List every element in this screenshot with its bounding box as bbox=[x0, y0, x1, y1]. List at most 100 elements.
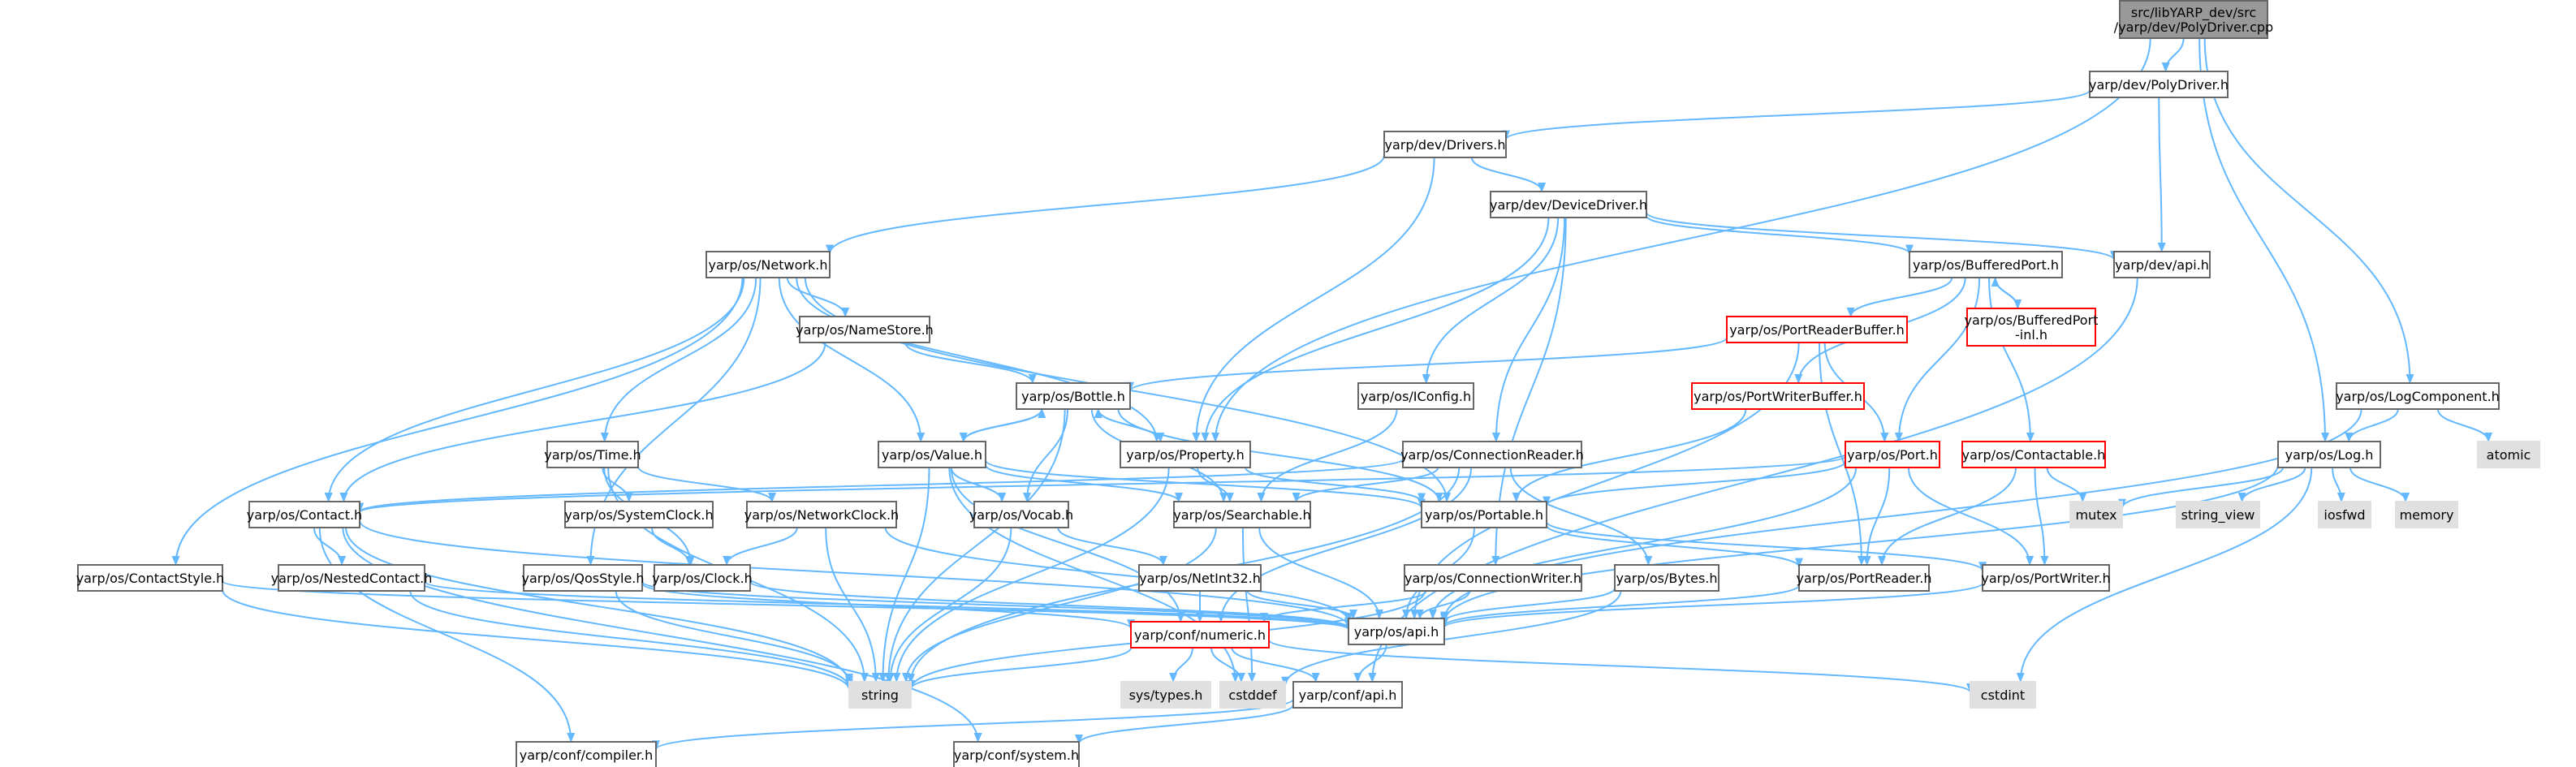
node-clock-h[interactable]: yarp/os/Clock.h bbox=[652, 564, 753, 592]
node-box bbox=[2069, 501, 2123, 528]
node-root[interactable]: src/libYARP_dev/src/yarp/dev/PolyDriver.… bbox=[2114, 0, 2273, 39]
edge-value_h-to-string bbox=[878, 467, 930, 683]
edge-bytes_h-to-cstddef bbox=[1281, 590, 1622, 687]
node-box bbox=[546, 441, 639, 468]
edge-property_h-to-bottle_h bbox=[1094, 408, 1162, 442]
node-namestore-h[interactable]: yarp/os/NameStore.h bbox=[796, 316, 934, 343]
node-contact-h[interactable]: yarp/os/Contact.h bbox=[247, 501, 362, 528]
node-bottle-h[interactable]: yarp/os/Bottle.h bbox=[1016, 382, 1131, 410]
node-port-h[interactable]: yarp/os/Port.h bbox=[1845, 441, 1940, 468]
edge-devicedriver_h-to-bufferedport_h bbox=[1646, 215, 1914, 255]
node-box bbox=[1961, 441, 2106, 468]
node-box bbox=[1970, 681, 2036, 709]
node-contactable-h[interactable]: yarp/os/Contactable.h bbox=[1961, 441, 2106, 468]
node-label: /yarp/dev/PolyDriver.cpp bbox=[2114, 19, 2273, 35]
edge-time_h-to-systemclock_h bbox=[602, 467, 633, 502]
edge-bottle_h-to-string bbox=[884, 408, 1066, 683]
node-connectionreader-h[interactable]: yarp/os/ConnectionReader.h bbox=[1400, 441, 1584, 468]
node-bufferedport-h[interactable]: yarp/os/BufferedPort.h bbox=[1909, 251, 2063, 278]
node-box bbox=[278, 564, 425, 592]
edge-polydriver_h-to-drivers_h bbox=[1502, 89, 2091, 140]
edge-value_h-to-vocab_h bbox=[950, 467, 1007, 502]
node-systemclock-h[interactable]: yarp/os/SystemClock.h bbox=[564, 501, 714, 528]
node-drivers-h[interactable]: yarp/dev/Drivers.h bbox=[1383, 131, 1507, 158]
node-label: yarp/os/Contactable.h bbox=[1962, 447, 2106, 463]
node-label: yarp/dev/api.h bbox=[2115, 257, 2209, 273]
edge-root-to-polydriver_h bbox=[2161, 37, 2185, 72]
node-label: iosfwd bbox=[2324, 507, 2365, 523]
node-portreader-h[interactable]: yarp/os/PortReader.h bbox=[1796, 564, 1932, 592]
node-label: yarp/os/NameStore.h bbox=[796, 322, 934, 338]
node-label: mutex bbox=[2075, 507, 2116, 523]
edge-port_h-to-portwriter_h bbox=[1907, 467, 2034, 566]
node-box bbox=[654, 564, 751, 592]
edge-logcomponent_h-to-atomic bbox=[2436, 408, 2493, 442]
node-box bbox=[1348, 618, 1445, 645]
node-box bbox=[1357, 382, 1474, 410]
node-portwriterbuffer-h[interactable]: yarp/os/PortWriterBuffer.h bbox=[1691, 382, 1865, 410]
node-dev-api-h[interactable]: yarp/dev/api.h bbox=[2113, 251, 2211, 278]
node-box bbox=[848, 681, 912, 709]
edge-networkclock_h-to-clock_h bbox=[723, 527, 798, 566]
node-connectionwriter-h[interactable]: yarp/os/ConnectionWriter.h bbox=[1404, 564, 1582, 592]
node-log-h[interactable]: yarp/os/Log.h bbox=[2277, 441, 2381, 468]
node-label: sys/types.h bbox=[1129, 687, 1203, 703]
node-contactstyle-h[interactable]: yarp/os/ContactStyle.h bbox=[76, 564, 225, 592]
node-system-h[interactable]: yarp/conf/system.h bbox=[953, 741, 1080, 767]
edge-root-to-logcomponent_h bbox=[2203, 37, 2414, 384]
node-bufferedport-inl-h[interactable]: yarp/os/BufferedPort-inl.h bbox=[1965, 308, 2099, 347]
node-network-h[interactable]: yarp/os/Network.h bbox=[705, 251, 831, 278]
node-conf-api-h[interactable]: yarp/conf/api.h bbox=[1292, 681, 1403, 709]
node-label: yarp/os/BufferedPort bbox=[1965, 312, 2099, 328]
node-label: -inl.h bbox=[2015, 327, 2047, 343]
node-portreaderbuffer-h[interactable]: yarp/os/PortReaderBuffer.h bbox=[1726, 316, 1908, 343]
edge-root-to-property_h bbox=[1211, 37, 2151, 442]
edge-network_h-to-property_h bbox=[796, 277, 1161, 442]
node-logcomponent-h[interactable]: yarp/os/LogComponent.h bbox=[2336, 382, 2500, 410]
node-value-h[interactable]: yarp/os/Value.h bbox=[878, 441, 986, 468]
node-portable-h[interactable]: yarp/os/Portable.h bbox=[1421, 501, 1547, 528]
node-box bbox=[1982, 564, 2110, 592]
node-vocab-h[interactable]: yarp/os/Vocab.h bbox=[969, 501, 1073, 528]
edge-bottle_h-to-portable_h bbox=[1117, 408, 1443, 502]
node-box bbox=[1691, 382, 1865, 410]
edge-portreaderbuffer_h-to-portreader_h bbox=[1819, 342, 1866, 566]
node-devicedriver-h[interactable]: yarp/dev/DeviceDriver.h bbox=[1490, 191, 1647, 218]
node-bytes-h[interactable]: yarp/os/Bytes.h bbox=[1614, 564, 1719, 592]
node-box bbox=[1120, 681, 1211, 709]
node-os-api-h[interactable]: yarp/os/api.h bbox=[1348, 618, 1445, 645]
edge-systemclock_h-to-clock_h bbox=[651, 527, 693, 566]
node-qosstyle-h[interactable]: yarp/os/QosStyle.h bbox=[521, 564, 645, 592]
node-label: yarp/os/ContactStyle.h bbox=[76, 571, 225, 586]
edge-bytes_h-to-os_api_h bbox=[1440, 588, 1616, 623]
node-numeric-h[interactable]: yarp/conf/numeric.h bbox=[1130, 621, 1270, 649]
edge-log_h-to-mutex bbox=[2118, 467, 2284, 509]
node-iconfig-h[interactable]: yarp/os/IConfig.h bbox=[1357, 382, 1474, 410]
node-searchable-h[interactable]: yarp/os/Searchable.h bbox=[1173, 501, 1311, 528]
node-label: yarp/os/Time.h bbox=[544, 447, 641, 463]
node-label: yarp/os/NestedContact.h bbox=[271, 571, 433, 586]
node-portwriter-h[interactable]: yarp/os/PortWriter.h bbox=[1981, 564, 2111, 592]
node-label: yarp/os/NetInt32.h bbox=[1139, 571, 1261, 586]
node-networkclock-h[interactable]: yarp/os/NetworkClock.h bbox=[744, 501, 899, 528]
node-box bbox=[1614, 564, 1719, 592]
edge-network_h-to-time_h bbox=[600, 277, 757, 442]
node-label: yarp/os/Property.h bbox=[1126, 447, 1245, 463]
node-netint32-h[interactable]: yarp/os/NetInt32.h bbox=[1138, 564, 1262, 592]
node-box bbox=[2089, 71, 2229, 98]
node-box bbox=[1490, 191, 1647, 218]
edge-contactstyle_h-to-string bbox=[222, 589, 853, 691]
node-label: yarp/os/NetworkClock.h bbox=[744, 507, 899, 523]
node-property-h[interactable]: yarp/os/Property.h bbox=[1120, 441, 1251, 468]
edge-contact_h-to-nestedcontact_h bbox=[313, 527, 347, 566]
edge-portable_h-to-portwriter_h bbox=[1546, 521, 1987, 572]
edge-port_h-to-portreader_h bbox=[1862, 467, 1891, 566]
node-time-h[interactable]: yarp/os/Time.h bbox=[544, 441, 641, 468]
node-polydriver-h[interactable]: yarp/dev/PolyDriver.h bbox=[2089, 71, 2229, 98]
edge-contact_h-to-string bbox=[345, 527, 853, 687]
node-compiler-h[interactable]: yarp/conf/compiler.h bbox=[516, 741, 657, 767]
node-label: yarp/os/Clock.h bbox=[652, 571, 753, 586]
node-nestedcontact-h[interactable]: yarp/os/NestedContact.h bbox=[271, 564, 433, 592]
node-memory: memory bbox=[2395, 501, 2458, 528]
node-box bbox=[1130, 621, 1270, 649]
